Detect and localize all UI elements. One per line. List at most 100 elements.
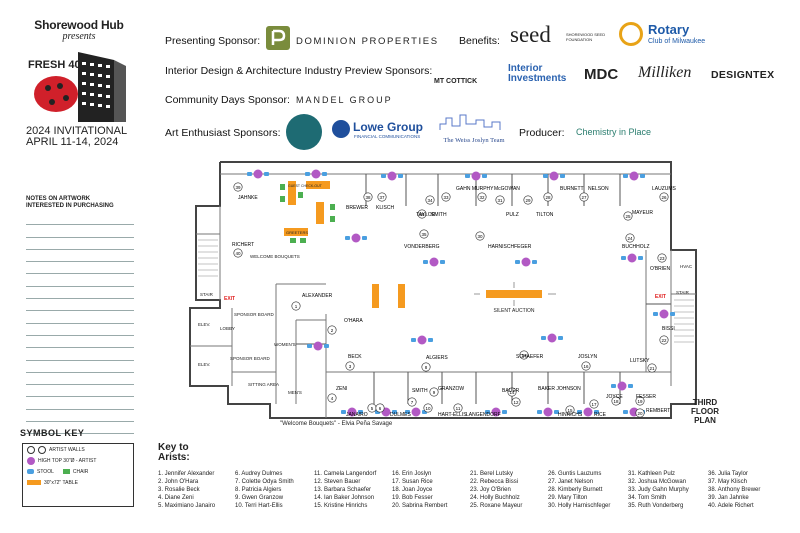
artist-number-marker (635, 396, 645, 406)
stool (560, 174, 565, 178)
note-line[interactable] (26, 361, 134, 373)
artist-name: BAKER JOHNSON (538, 386, 581, 392)
artist-number: 40 (235, 251, 241, 256)
welcome-bouquets-caption: "Welcome Bouquets" - Elvia Peña Savage (280, 421, 393, 427)
artist-key-entry: 21. Berel Lutsky (470, 471, 514, 477)
artist-key-entry: 31. Kathleen Pulz (628, 471, 676, 477)
artist-key-entry: 26. Guntis Lauzums (548, 471, 602, 477)
note-line[interactable] (26, 262, 134, 275)
artist-name: REMBERT (646, 408, 670, 414)
artist-number-marker (375, 403, 385, 413)
symbol-artist-walls: ARTIST WALLS (23, 444, 133, 455)
artist-number-marker (327, 325, 337, 335)
org-header: Shorewood Hub presents (18, 18, 140, 42)
artist-number-marker (233, 182, 243, 192)
artist-name: FESSER (636, 394, 656, 400)
stool (594, 410, 599, 414)
stool (345, 236, 350, 240)
artist-number: 2 (331, 328, 334, 333)
stool (623, 410, 628, 414)
community-sponsor-label: Community Days Sponsor: (165, 94, 290, 106)
hightop-table (417, 335, 427, 345)
artist-number: 25 (625, 214, 631, 219)
stool (670, 312, 675, 316)
note-line[interactable] (26, 287, 134, 300)
artist-number-marker (611, 396, 621, 406)
artist-number-marker (635, 408, 645, 418)
notes-lines[interactable] (26, 213, 134, 435)
artist-number-marker (579, 192, 589, 202)
artist-key-entry: 9. Gwen Granzow (235, 495, 284, 502)
org-name: Shorewood Hub (34, 18, 124, 32)
stool (558, 336, 563, 340)
artist-key-entry: 7. Colette Odya Smith (235, 479, 294, 486)
note-line[interactable] (26, 422, 134, 435)
artist-number: 1 (295, 304, 298, 309)
artist-key-entry: 2. John O'Hara (158, 479, 199, 486)
artist-number: 13 (521, 353, 527, 358)
artist-key-entry: 28. Kimberly Burnett (548, 487, 603, 494)
note-line[interactable] (26, 311, 134, 324)
artist-key-entry: 13. Barbara Schaefer (314, 487, 372, 494)
artist-number-marker (511, 397, 521, 407)
artist-number-marker (421, 362, 431, 372)
note-line[interactable] (26, 410, 134, 423)
stool (532, 260, 537, 264)
table-greeters (284, 228, 308, 236)
artist-number-marker (659, 192, 669, 202)
stool (264, 172, 269, 176)
note-line[interactable] (26, 336, 134, 349)
artist-number-marker (659, 335, 669, 345)
artist-name: LUTSKY (630, 358, 650, 364)
rotary-logo: Rotary (648, 22, 690, 37)
artist-key-entry: 12. Steven Bauer (314, 479, 361, 486)
artist-key-entry: 34. Tom Smith (628, 495, 667, 502)
stool (623, 174, 628, 178)
artist-name: MAYEUR (632, 210, 653, 216)
note-line[interactable] (26, 299, 134, 312)
note-line[interactable] (26, 324, 134, 336)
rotary-logo-sub: Club of Milwaukee (648, 38, 706, 45)
artist-number: 30 (477, 234, 483, 239)
artist-number-marker (507, 387, 517, 397)
note-line[interactable] (26, 274, 134, 287)
stair-left-label: STAIR (200, 292, 214, 297)
artist-key-entry: 40. Adele Richert (708, 503, 754, 510)
seed-logo-sub: SHOREWOOD SEED FOUNDATION (566, 32, 606, 42)
note-line[interactable] (26, 213, 134, 226)
stool (362, 236, 367, 240)
artist-number: 18 (613, 399, 619, 404)
key-to-artists-title: Key to Arists: (158, 442, 190, 463)
note-line[interactable] (26, 225, 134, 238)
table-checkout (316, 202, 324, 224)
note-line[interactable] (26, 250, 134, 263)
artist-number-marker (425, 195, 435, 205)
rotary-wheel-icon (619, 22, 643, 46)
artist-key-entry: 1. Jennifer Alexander (158, 471, 215, 477)
stool (638, 256, 643, 260)
artist-number-marker (623, 211, 633, 221)
note-line[interactable] (26, 397, 134, 410)
artist-name: McGOWAN (494, 186, 520, 192)
artist-number-marker (523, 195, 533, 205)
hightop-table (521, 257, 531, 267)
note-line[interactable] (26, 373, 134, 386)
artist-key-entry: 15. Kristine Hinrichs (314, 503, 368, 510)
artist-name: O'HARA (344, 318, 363, 324)
exit-left-label: EXIT (224, 296, 235, 302)
stool (392, 410, 397, 414)
note-line[interactable] (26, 385, 134, 398)
note-line[interactable] (26, 348, 134, 361)
artist-number-marker (419, 229, 429, 239)
artist-name: O'BRIEN (650, 266, 671, 272)
note-line[interactable] (26, 238, 134, 250)
